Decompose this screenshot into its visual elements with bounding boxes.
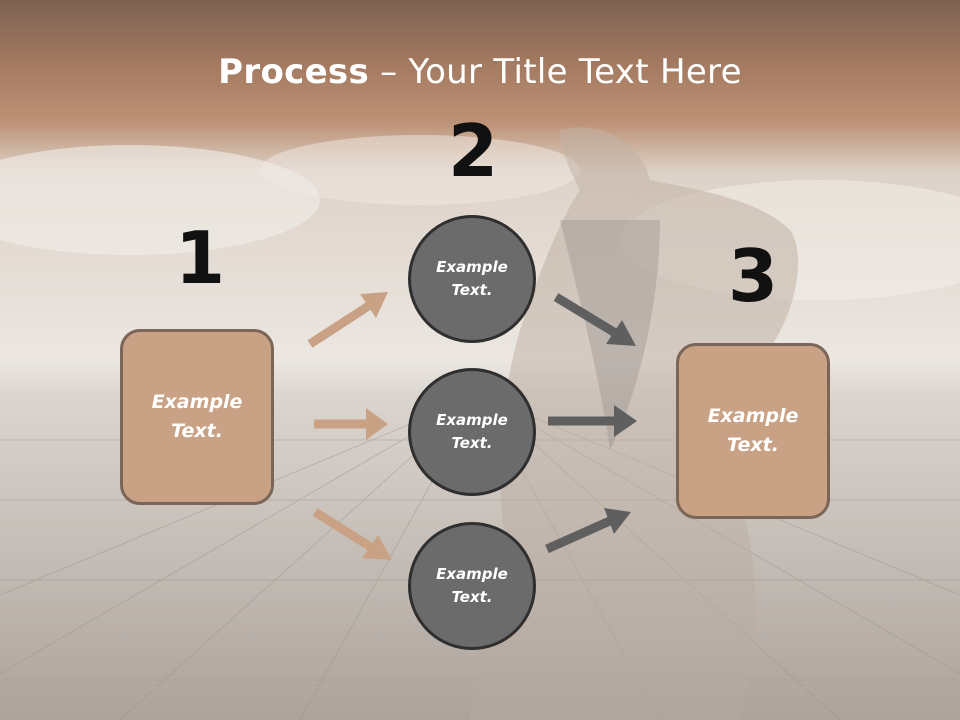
step-1-label: Example Text. <box>151 391 243 442</box>
step-2-circle-middle[interactable]: Example Text. <box>408 368 536 496</box>
step-number-1: 1 <box>174 216 226 300</box>
title-rest: – Your Title Text Here <box>369 52 742 92</box>
step-2-circle-top[interactable]: Example Text. <box>408 215 536 343</box>
step-3-box[interactable]: Example Text. <box>676 343 830 519</box>
title-bold: Process <box>218 52 370 92</box>
step-2-item-1-label: Example Text. <box>436 258 508 299</box>
step-number-2: 2 <box>447 109 499 193</box>
step-3-label: Example Text. <box>707 405 799 456</box>
step-1-box[interactable]: Example Text. <box>120 329 274 505</box>
step-2-item-2-label: Example Text. <box>436 411 508 452</box>
step-2-item-3-label: Example Text. <box>436 565 508 606</box>
step-2-circle-bottom[interactable]: Example Text. <box>408 522 536 650</box>
step-number-3: 3 <box>727 234 779 318</box>
slide-title: Process – Your Title Text Here <box>0 52 960 92</box>
